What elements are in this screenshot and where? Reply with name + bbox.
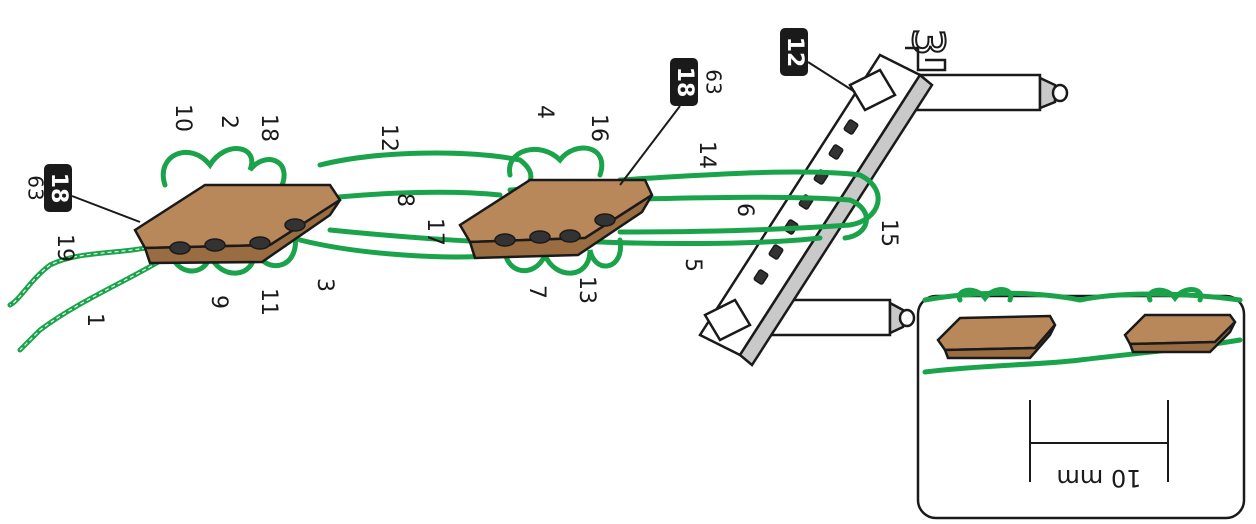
wood-block-left-hole-1 (169, 241, 191, 255)
wood-block-left-hole-4 (284, 218, 306, 232)
rope-loops-9-11 (167, 232, 298, 276)
leader-block-right (619, 105, 681, 186)
inset-panel: 10 mm (916, 287, 1246, 520)
seq-label-7: 7 (524, 285, 549, 299)
frame-end-block-bottom (703, 298, 752, 342)
seq-label-9: 9 (206, 295, 231, 309)
part-badge-frame-label: 12 (782, 37, 807, 68)
seq-label-1: 1 (82, 313, 107, 327)
seq-label-11: 11 (256, 288, 281, 316)
seq-label-3: 3 (312, 278, 337, 292)
step-marker-glyph (905, 46, 947, 72)
seq-label-6: 6 (732, 203, 757, 217)
frame-leg-top-foot (1051, 83, 1069, 103)
seq-label-4: 4 (532, 105, 557, 119)
frame-end-block-top (848, 68, 897, 112)
inset-rope-loops-left (956, 287, 1014, 303)
wood-block-right-hole-2 (529, 230, 551, 244)
seq-label-8: 8 (392, 193, 417, 207)
wood-block-right-hole-3 (559, 229, 581, 243)
seq-label-5: 5 (680, 258, 705, 272)
part-badge-block-left: 18 63 (24, 164, 72, 212)
seq-label-18: 18 (256, 114, 281, 142)
wood-block-right-hole-1 (494, 233, 516, 247)
loom-frame (698, 53, 1069, 367)
seq-label-14: 14 (694, 141, 719, 169)
inset-dimension-label: 10 mm (1057, 464, 1142, 492)
rope-loop-6 (597, 194, 869, 241)
seq-label-13: 13 (574, 276, 599, 304)
rope-tail-19-highlight (9, 244, 161, 306)
wood-block-right-hole-4 (594, 213, 616, 227)
rope-loop-12 (317, 150, 534, 193)
rope-loops-10-2-18 (160, 146, 287, 193)
wood-block-right-side (468, 193, 654, 260)
part-qty-block-left: 63 (24, 175, 48, 200)
rope-loop-14-15 (617, 169, 881, 235)
wood-block-right (458, 178, 654, 260)
inset-block-left-side (943, 324, 1057, 360)
seq-label-16: 16 (586, 114, 611, 142)
wood-block-left-top (133, 183, 342, 250)
seq-label-2: 2 (216, 115, 241, 129)
seq-label-12: 12 (376, 124, 401, 152)
seq-label-15: 15 (876, 219, 901, 247)
frame-leg-bottom-cap (888, 300, 905, 335)
inset-block-right-side (1128, 321, 1237, 354)
rope-loops-7-13 (502, 237, 624, 276)
rope-loops-4-16 (507, 145, 605, 178)
seq-label-10: 10 (170, 104, 195, 132)
part-badge-block-right: 18 63 (670, 58, 726, 106)
seq-label-17: 17 (422, 218, 447, 246)
wood-block-left (133, 183, 342, 265)
part-qty-block-right: 63 (702, 69, 726, 94)
step-number: 3 (902, 28, 953, 56)
frame-leg-bottom-foot (898, 308, 916, 328)
sequence-labels: 1 2 3 4 5 6 7 8 9 10 11 12 13 14 15 16 1… (52, 104, 901, 327)
rope-tail-1-highlight (19, 254, 171, 351)
part-badge-block-right-label: 18 (672, 67, 697, 98)
frame-leg-top-cap (1038, 76, 1057, 110)
leader-block-left (71, 195, 141, 223)
wood-block-left-hole-3 (249, 236, 271, 250)
part-badge-frame: 12 (780, 28, 808, 76)
part-badge-block-left-label: 18 (46, 173, 71, 204)
seq-label-19: 19 (52, 234, 77, 262)
wood-block-left-hole-2 (204, 238, 226, 252)
leader-frame (807, 61, 856, 93)
inset-rope-loops-right (1146, 287, 1204, 303)
frame-crossbar-side (738, 73, 934, 367)
